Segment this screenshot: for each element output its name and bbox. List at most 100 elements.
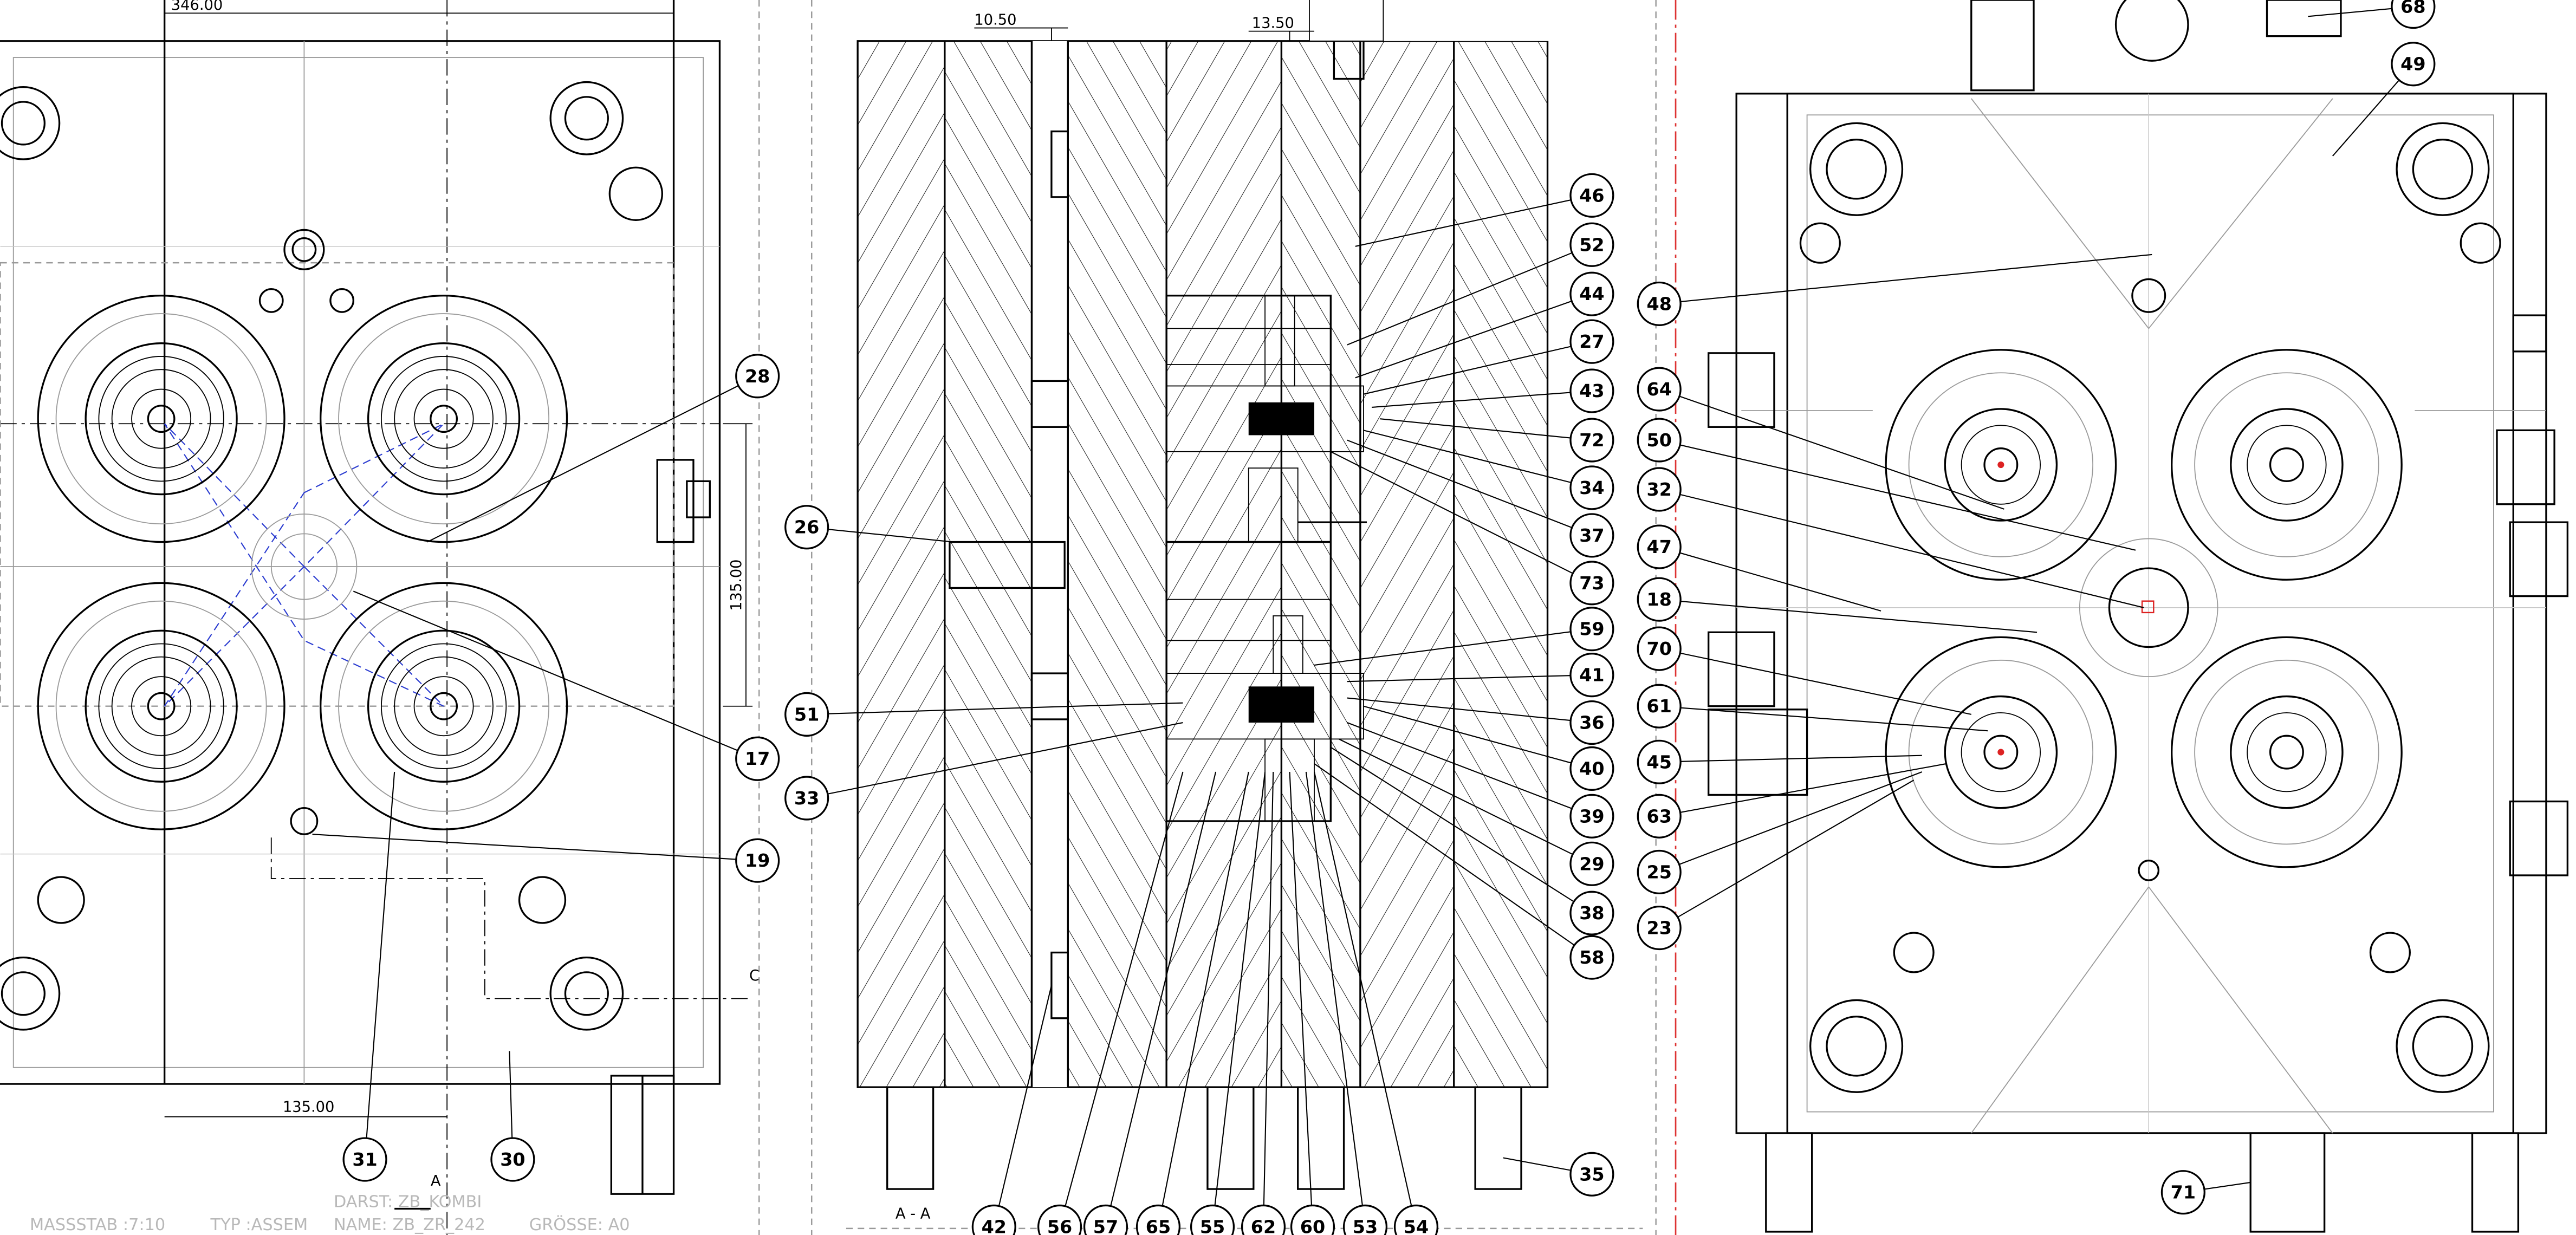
balloon-43: 43	[1372, 368, 1614, 413]
leader-line	[1679, 395, 2004, 510]
leader-line	[1314, 631, 1571, 666]
leader-line	[1347, 439, 1573, 529]
balloon-34: 34	[1363, 430, 1614, 510]
balloon-circle	[1569, 841, 1614, 886]
balloon-circle	[1342, 1204, 1388, 1235]
balloon-label: 27	[1579, 331, 1604, 352]
leader-line	[1289, 771, 1313, 1206]
leader-line	[1363, 705, 1572, 764]
balloon-label: 33	[794, 788, 819, 809]
balloon-circle	[1569, 653, 1614, 698]
leader-line	[2204, 1181, 2251, 1190]
balloon-label: 48	[1647, 293, 1672, 314]
balloon-label: 43	[1579, 380, 1604, 401]
balloon-label: 17	[745, 748, 770, 769]
leader-line	[1162, 771, 1249, 1206]
mold-plate-outline	[0, 40, 721, 1085]
balloon-circle	[1637, 739, 1682, 784]
balloon-label: 40	[1579, 758, 1604, 779]
leader-line	[1679, 552, 1881, 612]
balloon-label: 30	[500, 1149, 525, 1170]
balloon-39: 39	[1347, 722, 1614, 838]
balloon-circle	[784, 505, 829, 550]
balloon-37: 37	[1347, 439, 1614, 558]
lower-nozzle-assembly	[1165, 541, 1364, 822]
balloon-27: 27	[1363, 319, 1614, 395]
balloon-64: 64	[1637, 367, 2004, 510]
balloon-circle	[1569, 319, 1614, 364]
leader-line	[1347, 675, 1571, 682]
leader-line	[1363, 430, 1572, 483]
balloon-45: 45	[1637, 739, 1922, 784]
leader-line	[1679, 493, 2144, 608]
balloon-label: 39	[1579, 805, 1604, 827]
balloon-circle	[1393, 1204, 1439, 1235]
leader-line	[1680, 601, 2038, 633]
balloon-31: 31	[342, 771, 395, 1182]
view-marker-c: C	[749, 967, 760, 984]
balloon-65: 65	[1135, 771, 1249, 1235]
balloon-circle	[2160, 1170, 2205, 1215]
leader-line	[1347, 697, 1571, 722]
balloon-circle	[1569, 700, 1614, 745]
leader-line	[1330, 746, 1574, 902]
cut-marker-a: A	[431, 1173, 441, 1190]
balloon-label: 55	[1200, 1216, 1225, 1235]
balloon-label: 58	[1579, 947, 1604, 968]
dimension-top-width: 346.00	[171, 0, 223, 14]
balloon-label: 51	[794, 704, 819, 725]
leader-line	[366, 771, 395, 1139]
balloon-label: 52	[1579, 234, 1604, 255]
balloon-57: 57	[1083, 771, 1217, 1235]
balloon-circle	[1569, 173, 1614, 218]
balloon-circle	[1569, 746, 1614, 791]
cavity-rt-bottom-left	[1885, 636, 2117, 868]
balloon-56: 56	[1037, 771, 1184, 1235]
leader-line	[1339, 738, 1573, 855]
title-groesse: GRÖSSE: A0	[529, 1214, 630, 1234]
balloon-circle	[1637, 577, 1682, 622]
balloon-label: 37	[1579, 525, 1604, 546]
balloon-49: 49	[2332, 42, 2436, 157]
balloon-label: 42	[982, 1216, 1007, 1235]
balloon-40: 40	[1363, 705, 1614, 791]
balloon-26: 26	[784, 505, 953, 550]
balloon-circle	[784, 776, 829, 821]
leader-line	[427, 385, 739, 543]
leader-line	[1680, 755, 1922, 762]
balloon-label: 70	[1647, 638, 1672, 659]
balloon-circle	[1637, 684, 1682, 729]
balloon-29: 29	[1339, 738, 1614, 886]
balloon-circle	[1290, 1204, 1335, 1235]
balloon-circle	[971, 1204, 1016, 1235]
balloon-circle	[1637, 626, 1682, 671]
balloon-18: 18	[1637, 577, 2038, 633]
balloon-62: 62	[1241, 771, 1286, 1235]
leader-line	[1313, 771, 1412, 1206]
leader-line	[1380, 418, 1571, 439]
balloon-53: 53	[1305, 771, 1388, 1235]
balloon-label: 63	[1647, 805, 1672, 827]
leader-line	[1263, 771, 1274, 1206]
balloon-label: 32	[1647, 479, 1672, 500]
balloon-circle	[1569, 418, 1614, 463]
rt-guide-bushings	[1799, 122, 2501, 1093]
balloon-38: 38	[1330, 746, 1614, 935]
dimension-horizontal: 135.00	[283, 1099, 334, 1116]
dimension-vertical: 135.00	[728, 559, 745, 610]
balloon-circle	[1637, 905, 1682, 951]
section-label: A - A	[896, 1206, 931, 1223]
cavity-bottom-left	[37, 582, 285, 830]
guide-bushings	[0, 81, 664, 1031]
title-darst: DARST: ZB_KOMBI	[334, 1192, 482, 1211]
balloon-label: 31	[352, 1149, 377, 1170]
balloon-41: 41	[1347, 653, 1614, 698]
balloon-circle	[1637, 418, 1682, 463]
balloon-label: 61	[1647, 696, 1672, 717]
balloon-circle	[1637, 849, 1682, 895]
balloon-33: 33	[784, 722, 1183, 821]
cavity-rt-top-left	[1885, 349, 2117, 581]
balloon-label: 18	[1647, 589, 1672, 610]
balloon-circle	[2391, 42, 2436, 87]
leader-line	[1305, 771, 1363, 1206]
